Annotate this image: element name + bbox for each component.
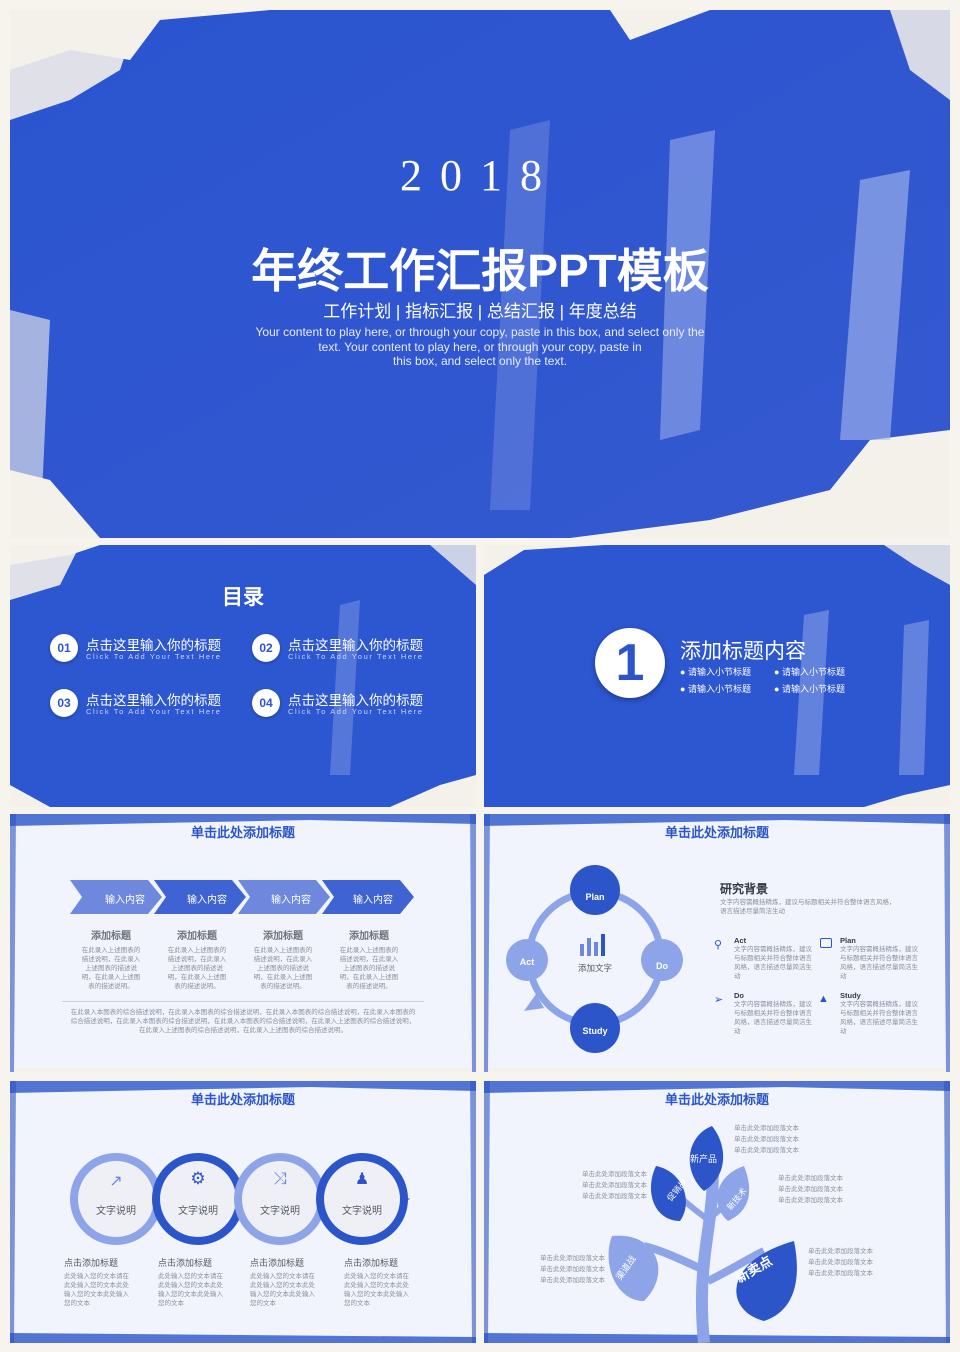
search-icon: ⚲ xyxy=(714,939,723,951)
leaf-new-product: 新产品 xyxy=(690,1154,718,1164)
circle-text-3: 点击添加标题 此处输入您的文本请在此处输入您的文本此处输入您的文本此处输入您的文… xyxy=(250,1258,315,1307)
process-col-2: 添加标题 在此录入上述图表的描述说明，在此录入上述图表的描述说明，在此录入上述图… xyxy=(167,931,227,990)
toc-number-3: 03 xyxy=(50,689,78,717)
circles-slide: 单击此处添加标题 ↗ ⚙ ⤨ ♟ 文字说明 文字说明 文字说明 文字说明 点击添… xyxy=(10,1081,476,1343)
pdca-item-plan: Plan 文字内容需概括精炼，建议与标题相关并符合整体语言风格，语言描述尽量简洁… xyxy=(840,936,918,980)
pdca-slide-title: 单击此处添加标题 xyxy=(664,825,769,840)
tree-graphic xyxy=(608,1126,797,1343)
cover-title: 年终工作汇报PPT模板 xyxy=(251,245,709,297)
circle-text-1: 点击添加标题 此处输入您的文本请在此处输入您的文本此处输入您的文本此处输入您的文… xyxy=(64,1258,129,1307)
cover-slide: 2018 年终工作汇报PPT模板 工作计划 | 指标汇报 | 总结汇报 | 年度… xyxy=(10,10,950,538)
toc-number-4: 04 xyxy=(252,689,280,717)
toc-number-2: 02 xyxy=(252,634,280,662)
tree-text-left-low: 单击此处添加段落文本单击此处添加段落文本单击此处添加段落文本 xyxy=(540,1255,605,1284)
circle-chain xyxy=(70,1153,410,1245)
tree-slide: 单击此处添加标题 新产品 促销战 新技术 渠道战 新卖点 单击此处添加段落文本单… xyxy=(484,1081,950,1343)
cover-description: Your content to play here, or through yo… xyxy=(255,325,705,368)
toc-slide: 目录 01 点击这里输入你的标题 Click To Add Your Text … xyxy=(10,545,476,807)
pdca-node-study: Study xyxy=(582,1026,608,1036)
graduation-cap-icon: ▲ xyxy=(818,993,829,1005)
arrow-label-4: 输入内容 xyxy=(353,895,393,906)
pdca-cycle xyxy=(506,865,683,1053)
person-icon: ♟ xyxy=(354,1171,370,1188)
wash-background xyxy=(10,814,476,1072)
gear-icon: ⚙ xyxy=(190,1169,206,1188)
pdca-item-do: Do 文字内容需概括精炼，建议与标题相关并符合整体语言风格，语言描述尽量简洁生动 xyxy=(734,991,812,1035)
toc-item-2-sub: Click To Add Your Text Here xyxy=(288,652,424,661)
circle-text-2: 点击添加标题 此处输入您的文本请在此处输入您的文本此处输入您的文本此处输入您的文… xyxy=(158,1258,223,1307)
pdca-item-study: Study 文字内容需概括精炼，建议与标题相关并符合整体语言风格，语言描述尽量简… xyxy=(840,991,918,1035)
tree-text-right-mid: 单击此处添加段落文本单击此处添加段落文本单击此处添加段落文本 xyxy=(778,1175,843,1204)
section-bullet-2: ● 请输入小节标题 xyxy=(774,667,845,677)
process-slide-title: 单击此处添加标题 xyxy=(190,825,295,840)
pdca-slide: 单击此处添加标题 Plan Do Study Act 添加文字 研究背景 文字内… xyxy=(484,814,950,1072)
process-slide: 单击此处添加标题 输入内容 输入内容 输入内容 输入内容 添加标题 在此录入上述… xyxy=(10,814,476,1072)
process-col-4: 添加标题 在此录入上述图表的描述说明，在此录入上述图表的描述说明，在此录入上述图… xyxy=(339,931,399,990)
pdca-item-act: Act 文字内容需概括精炼，建议与标题相关并符合整体语言风格，语言描述尽量简洁生… xyxy=(734,936,812,980)
toc-item-1-sub: Click To Add Your Text Here xyxy=(86,652,222,661)
background-desc: 文字内容需概括精炼，建议与标题相关并符合整体语言风格， 语言描述尽量简洁生动 xyxy=(720,899,896,915)
circles-slide-title: 单击此处添加标题 xyxy=(190,1092,295,1107)
circle-label-4: 文字说明 xyxy=(342,1206,382,1217)
process-col-3: 添加标题 在此录入上述图表的描述说明，在此录入上述图表的描述说明，在此录入上述图… xyxy=(253,931,313,990)
background-heading: 研究背景 xyxy=(720,882,769,896)
toc-item-4-title[interactable]: 点击这里输入你的标题 xyxy=(288,693,423,708)
cover-year: 2018 xyxy=(400,151,560,200)
pdca-node-do: Do xyxy=(656,961,668,971)
toc-item-3-title[interactable]: 点击这里输入你的标题 xyxy=(86,693,221,708)
section-slide: 1 添加标题内容 ● 请输入小节标题 ● 请输入小节标题 ● 请输入小节标题 ●… xyxy=(484,545,950,807)
toc-heading: 目录 xyxy=(222,586,264,609)
tree-text-left-mid: 单击此处添加段落文本单击此处添加段落文本单击此处添加段落文本 xyxy=(582,1171,647,1200)
tree-text-right-low: 单击此处添加段落文本单击此处添加段落文本单击此处添加段落文本 xyxy=(808,1248,873,1277)
circle-label-3: 文字说明 xyxy=(260,1206,300,1217)
brush-background xyxy=(484,545,950,807)
tree-slide-title: 单击此处添加标题 xyxy=(664,1092,769,1107)
divider xyxy=(62,1001,424,1002)
circle-label-1: 文字说明 xyxy=(96,1206,136,1217)
process-arrows xyxy=(70,880,414,914)
toc-item-2-title[interactable]: 点击这里输入你的标题 xyxy=(288,638,423,653)
brush-background xyxy=(10,545,476,807)
pdca-center-label: 添加文字 xyxy=(577,963,612,973)
section-bullet-1: ● 请输入小节标题 xyxy=(680,667,751,677)
arrow-label-1: 输入内容 xyxy=(105,895,145,906)
section-title: 添加标题内容 xyxy=(680,640,806,663)
process-summary: 在此录入本图表的综合描述说明，在此录入本图表的综合描述说明，在此录入本图表的综合… xyxy=(70,1009,416,1034)
section-bullet-4: ● 请输入小节标题 xyxy=(774,684,845,694)
section-bullet-3: ● 请输入小节标题 xyxy=(680,684,751,694)
arrow-label-3: 输入内容 xyxy=(271,895,311,906)
paper-plane-icon: ➢ xyxy=(714,994,724,1006)
circle-text-4: 点击添加标题 此处输入您的文本请在此处输入您的文本此处输入您的文本此处输入您的文… xyxy=(344,1258,409,1307)
toc-item-1-title[interactable]: 点击这里输入你的标题 xyxy=(86,638,221,653)
section-number-badge: 1 xyxy=(595,628,665,698)
tree-text-top: 单击此处添加段落文本单击此处添加段落文本单击此处添加段落文本 xyxy=(734,1125,799,1154)
arrow-label-2: 输入内容 xyxy=(187,895,227,906)
toc-item-4-sub: Click To Add Your Text Here xyxy=(288,707,424,716)
cover-subtitle: 工作计划 | 指标汇报 | 总结汇报 | 年度总结 xyxy=(323,302,637,321)
wash-background xyxy=(484,814,950,1072)
toc-item-3-sub: Click To Add Your Text Here xyxy=(86,707,222,716)
circle-label-2: 文字说明 xyxy=(178,1206,218,1217)
wallet-icon xyxy=(820,938,832,948)
shuffle-icon: ⤨ xyxy=(273,1169,287,1188)
toc-number-1: 01 xyxy=(50,634,78,662)
process-col-1: 添加标题 在此录入上述图表的描述说明，在此录入上述图表的描述说明，在此录入上述图… xyxy=(81,931,141,990)
pdca-node-plan: Plan xyxy=(585,892,605,902)
pdca-node-act: Act xyxy=(519,957,535,967)
trend-up-icon: ↗ xyxy=(109,1173,123,1190)
brush-background xyxy=(10,10,950,538)
